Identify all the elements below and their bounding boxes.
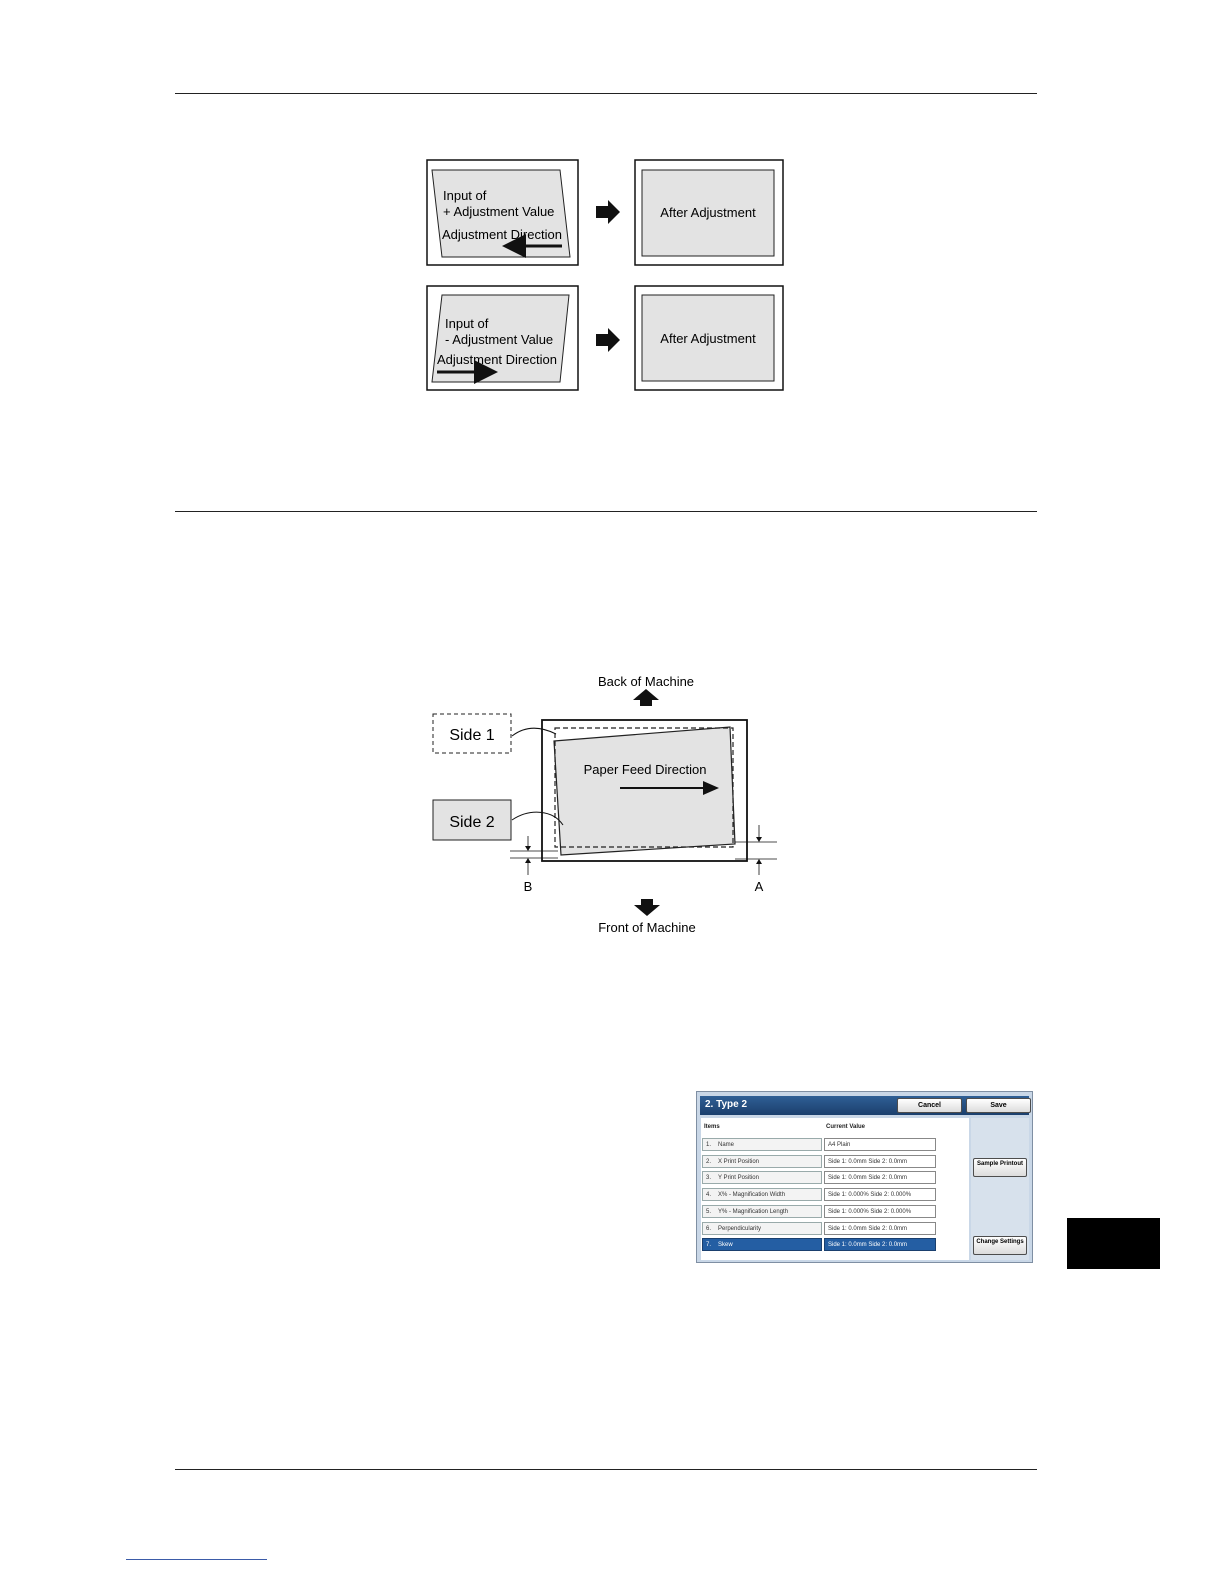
current-value-column-header: Current Value [826, 1124, 866, 1130]
row-value-cell: Side 1: 0.0mm Side 2: 0.0mm [824, 1238, 936, 1252]
row-number: 4. [706, 1192, 712, 1199]
row-item-label: Name [718, 1142, 735, 1148]
up-arrow-icon [633, 689, 659, 706]
row-item-cell: 2. X Print Position [702, 1154, 822, 1168]
paper-feed-label: Paper Feed Direction [584, 762, 707, 777]
marker-a: A [755, 879, 764, 894]
row-item-label: X Print Position [718, 1158, 760, 1165]
skew-figure: Back of Machine Paper Feed Direction Sid… [432, 674, 777, 935]
side1-leader [511, 727, 557, 737]
table-row[interactable]: 5. Y% - Magnification Length Side 1: 0.000… [701, 1204, 969, 1219]
header-rule [175, 93, 1037, 94]
table-row[interactable]: 1. Name A4 Plain [701, 1138, 969, 1152]
minus-direction-label: Adjustment Direction [437, 352, 557, 367]
row-value-cell: Side 1: 0.0mm Side 2: 0.0mm [824, 1171, 936, 1185]
row-number: 2. [706, 1158, 712, 1165]
row-item-cell: 3. Y Print Position [702, 1171, 822, 1185]
side1-paper-outline [554, 727, 734, 848]
back-of-machine-label: Back of Machine [598, 674, 694, 689]
row-value-cell: Side 1: 0.0mm Side 2: 0.0mm [824, 1154, 936, 1168]
right-arrow-icon [596, 328, 620, 352]
section-rule [175, 511, 1037, 512]
after-label-2: After Adjustment [660, 331, 756, 346]
side2-label: Side 2 [449, 814, 494, 831]
table-row[interactable]: 4. X% - Magnification Width Side 1: 0.000%… [701, 1188, 969, 1202]
row-item-cell: 5. Y% - Magnification Length [702, 1204, 822, 1218]
table-row[interactable]: 7. Skew Side 1: 0.0mm Side 2: 0.0mm [701, 1238, 969, 1252]
side2-leader [511, 811, 564, 826]
settings-list: Items Current Value 1. Name A4 Plain 2. X Pr… [701, 1118, 969, 1260]
type2-settings-screen: 2. Type 2 Cancel Save Items Current Valu… [696, 1091, 1033, 1263]
action-sidebar: Sample Printout Change Settings [971, 1118, 1029, 1260]
row-item-label: Skew [718, 1242, 733, 1249]
row-item-label: Y Print Position [718, 1175, 759, 1182]
plus-line1: Input of [443, 188, 487, 203]
plus-line2: + Adjustment Value [443, 204, 554, 219]
row-item-cell: 7. Skew [702, 1238, 822, 1252]
after-adjustment-box-1: After Adjustment [634, 159, 784, 266]
screen-title: 2. Type 2 [705, 1099, 748, 1110]
change-settings-button[interactable]: Change Settings [973, 1236, 1027, 1255]
front-of-machine-label: Front of Machine [598, 920, 696, 935]
footer-rule [175, 1469, 1037, 1470]
row-value-cell: Side 1: 0.0mm Side 2: 0.0mm [824, 1221, 936, 1235]
right-arrow-icon [596, 200, 620, 224]
side1-label: Side 1 [449, 727, 494, 744]
row-number: 3. [706, 1175, 712, 1182]
adjustment-direction-figure: Input of + Adjustment Value Adjustment D… [426, 159, 784, 391]
items-column-header: Items [704, 1124, 720, 1130]
row-item-cell: 1. Name [702, 1138, 822, 1151]
save-button[interactable]: Save [966, 1098, 1031, 1113]
row-item-cell: 4. X% - Magnification Width [702, 1188, 822, 1202]
row-value-cell: Side 1: 0.000% Side 2: 0.000% [824, 1188, 936, 1202]
minus-line2: - Adjustment Value [445, 332, 553, 347]
minus-line1: Input of [445, 316, 489, 331]
side1-box [432, 713, 512, 754]
marker-b: B [524, 879, 533, 894]
footer-link-underline [126, 1559, 267, 1560]
sample-printout-button[interactable]: Sample Printout [973, 1158, 1027, 1177]
cancel-button[interactable]: Cancel [897, 1098, 962, 1113]
row-number: 7. [706, 1242, 712, 1249]
after-adjustment-box-2: After Adjustment [634, 285, 784, 391]
screen-title-bar: 2. Type 2 Cancel Save [700, 1096, 1031, 1115]
table-row[interactable]: 2. X Print Position Side 1: 0.0mm Side 2: … [701, 1154, 969, 1169]
side2-box [432, 799, 512, 841]
row-value-cell: A4 Plain [824, 1138, 936, 1151]
plus-adjustment-box: Input of + Adjustment Value Adjustment D… [426, 159, 579, 266]
row-value-cell: Side 1: 0.000% Side 2: 0.000% [824, 1204, 936, 1218]
row-item-label: X% - Magnification Width [718, 1192, 786, 1199]
row-number: 6. [706, 1225, 712, 1232]
down-arrow-icon [634, 899, 660, 916]
row-number: 5. [706, 1208, 712, 1215]
row-item-cell: 6. Perpendicularity [702, 1221, 822, 1235]
row-item-label: Perpendicularity [718, 1225, 762, 1232]
table-row[interactable]: 6. Perpendicularity Side 1: 0.0mm Side 2: … [701, 1221, 969, 1236]
table-row[interactable]: 3. Y Print Position Side 1: 0.0mm Side 2: … [701, 1171, 969, 1185]
minus-adjustment-box: Input of - Adjustment Value Adjustment D… [426, 285, 579, 391]
row-item-label: Y% - Magnification Length [718, 1208, 789, 1215]
chapter-tab [1067, 1218, 1160, 1269]
plus-direction-label: Adjustment Direction [442, 227, 562, 242]
after-label-1: After Adjustment [660, 205, 756, 220]
feed-arrow-icon [703, 781, 719, 795]
side2-paper [553, 726, 736, 856]
row-number: 1. [706, 1142, 712, 1148]
